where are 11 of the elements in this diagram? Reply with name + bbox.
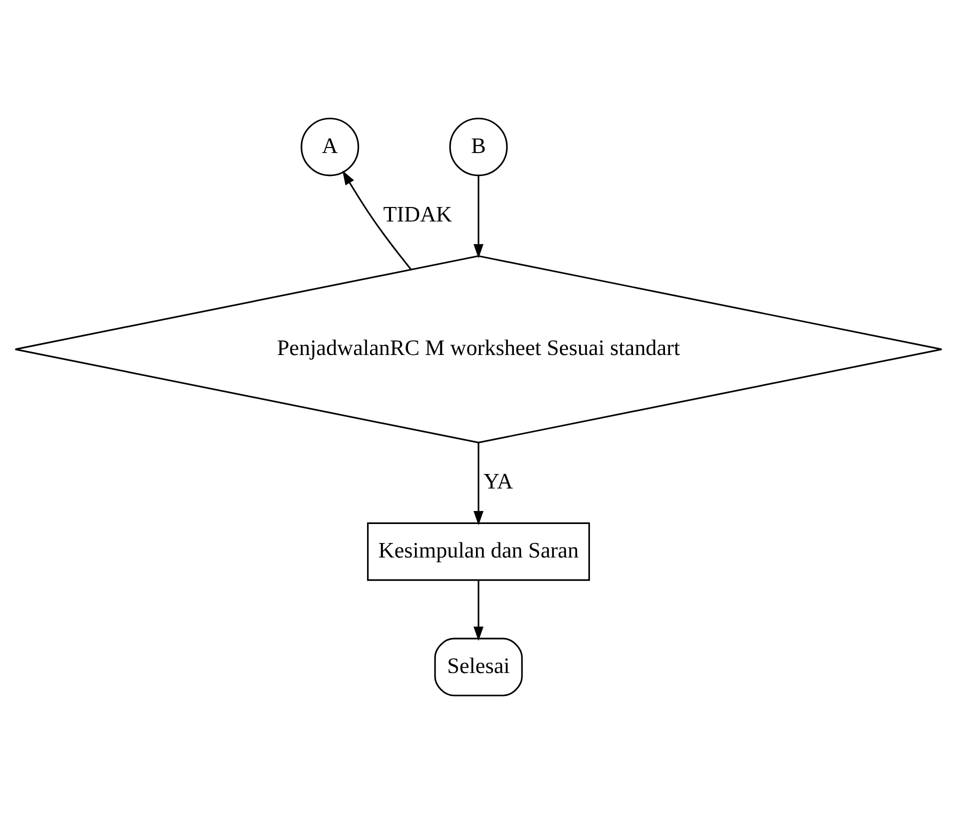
arrow [473, 442, 483, 525]
arrow [473, 175, 483, 258]
node-circle: B [448, 117, 508, 176]
node-diamond: PenjadwalanRC M worksheet Sesuai standart [14, 254, 942, 443]
edge-label: YA [483, 468, 513, 494]
node-box: Kesimpulan dan Saran [366, 522, 590, 580]
node-circle: A [300, 117, 359, 176]
arrow [342, 170, 412, 270]
arrow [473, 580, 483, 640]
edge-label: TIDAK [382, 201, 452, 226]
node-box: Selesai [434, 637, 522, 696]
